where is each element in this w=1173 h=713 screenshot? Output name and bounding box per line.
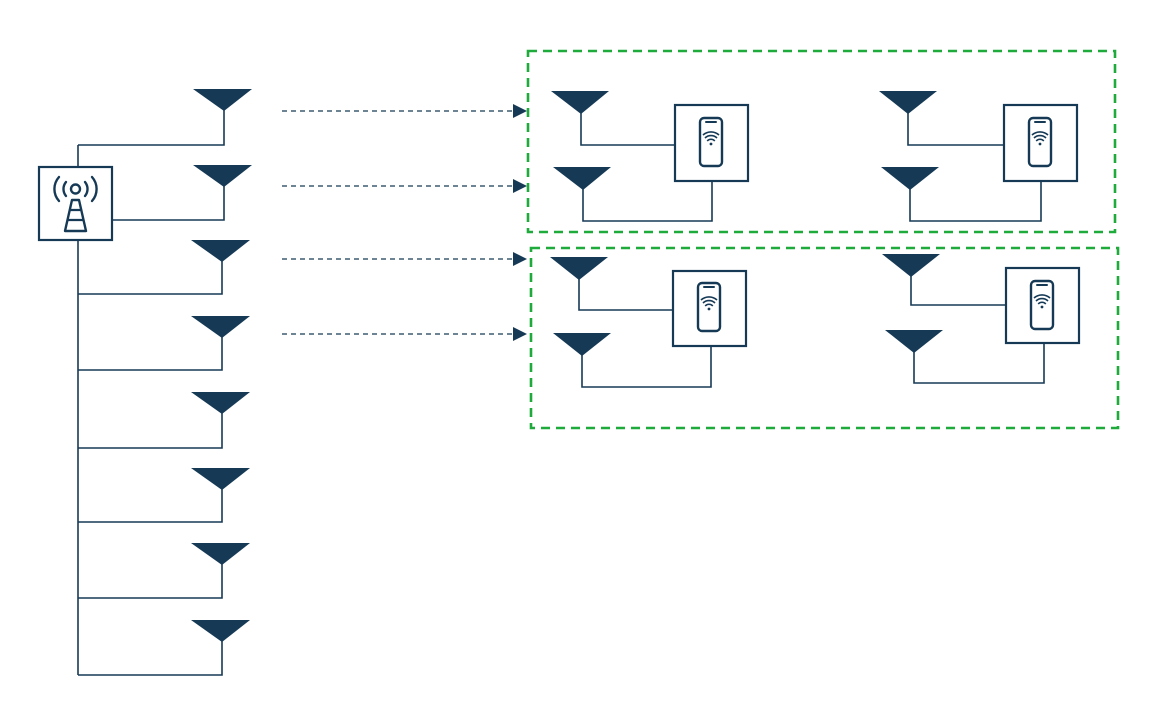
antenna-icon: [885, 330, 943, 353]
feed-line: [78, 639, 223, 676]
antenna-icon: [551, 91, 609, 114]
link-arrow: [282, 252, 527, 266]
antenna-icon: [191, 240, 250, 262]
user-device: [551, 91, 750, 222]
feed-line: [78, 259, 223, 295]
cell-tower-icon: [37, 165, 114, 242]
antenna-icon: [553, 333, 611, 356]
antenna-icon: [191, 620, 250, 642]
antenna-icon: [193, 165, 252, 187]
antenna-icon: [550, 257, 608, 280]
feed-line: [112, 184, 225, 221]
user-group-1: [526, 49, 1117, 234]
link-arrow: [282, 104, 527, 118]
antenna-icon: [882, 254, 940, 277]
transmit-antennas: [191, 89, 252, 642]
feed-line: [78, 108, 225, 146]
feed-line: [78, 562, 223, 599]
user-group-2: [529, 246, 1120, 430]
antenna-icon: [881, 167, 939, 190]
antenna-icon: [191, 392, 250, 414]
antenna-icon: [879, 91, 937, 114]
links: [282, 104, 527, 341]
link-arrow: [282, 179, 527, 193]
user-device: [550, 257, 748, 388]
base-station: [37, 108, 225, 676]
feed-line: [78, 335, 223, 371]
antenna-icon: [191, 316, 250, 338]
group-border: [526, 49, 1117, 234]
feed-line: [78, 487, 223, 523]
feed-line: [78, 411, 223, 449]
antenna-icon: [191, 543, 250, 565]
antenna-icon: [193, 89, 252, 111]
antenna-icon: [191, 468, 250, 490]
group-border: [529, 246, 1120, 430]
user-device: [882, 254, 1081, 384]
user-device: [879, 91, 1079, 222]
antenna-icon: [553, 167, 611, 190]
link-arrow: [282, 327, 527, 341]
